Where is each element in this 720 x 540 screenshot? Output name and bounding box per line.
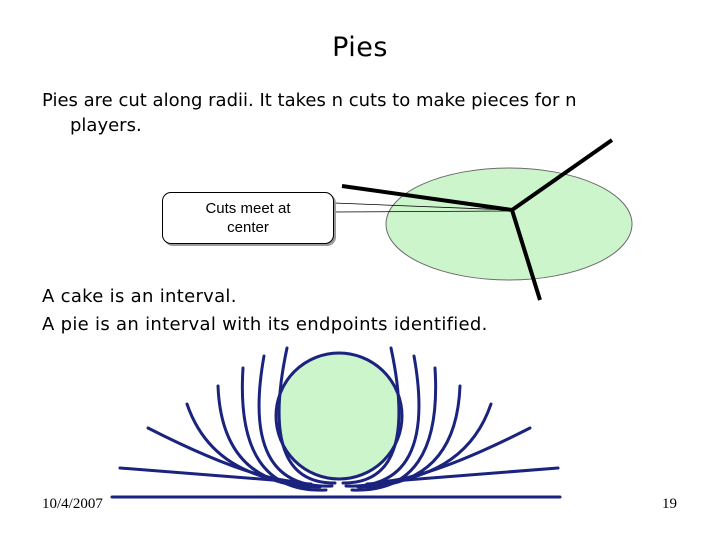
wrap-stage-5-right <box>350 366 438 492</box>
wrap-stage-7-right <box>341 346 401 485</box>
pie-ellipse <box>385 167 633 281</box>
wrap-stage-6-left <box>257 354 334 488</box>
pie-definition: A pie is an interval with its endpoints … <box>42 314 488 335</box>
wrap-stage-6-right <box>344 354 421 488</box>
callout-pointer-top <box>333 202 512 211</box>
wrap-stage-2-right <box>376 426 532 484</box>
wrap-stage-4-left <box>216 384 322 489</box>
wrap-stage-3-right <box>365 402 493 486</box>
wrap-stage-5-left <box>240 366 328 492</box>
cut-line-down <box>510 209 542 301</box>
wrap-stage-2-left <box>146 426 302 484</box>
callout-pointer-bottom <box>333 210 512 213</box>
cut-line-upper-right <box>510 138 614 212</box>
wrap-stage-4-right <box>356 384 462 489</box>
wrap-stage-1-right <box>391 466 560 483</box>
cake-definition: A cake is an interval. <box>42 286 237 307</box>
slide-title: Pies <box>332 32 388 63</box>
callout-box: Cuts meet at center <box>162 192 334 244</box>
callout-line-2: center <box>227 219 269 236</box>
intro-paragraph: Pies are cut along radii. It takes n cut… <box>42 88 682 138</box>
wrap-stage-3-left <box>185 402 313 486</box>
footer-date: 10/4/2007 <box>42 496 103 512</box>
callout-line-1: Cuts meet at <box>205 200 291 217</box>
cut-line-left <box>341 184 513 212</box>
wrapped-pie-circle <box>274 351 404 481</box>
wrap-stage-7-left <box>277 346 337 485</box>
page-number: 19 <box>662 496 677 512</box>
interval-wrap-diagram <box>110 346 562 499</box>
wrap-stage-1-left <box>118 466 287 483</box>
intro-paragraph-line-2: players. <box>70 115 142 136</box>
intro-paragraph-line-1: Pies are cut along radii. It takes n cut… <box>42 90 577 111</box>
pie-diagram <box>333 138 633 301</box>
